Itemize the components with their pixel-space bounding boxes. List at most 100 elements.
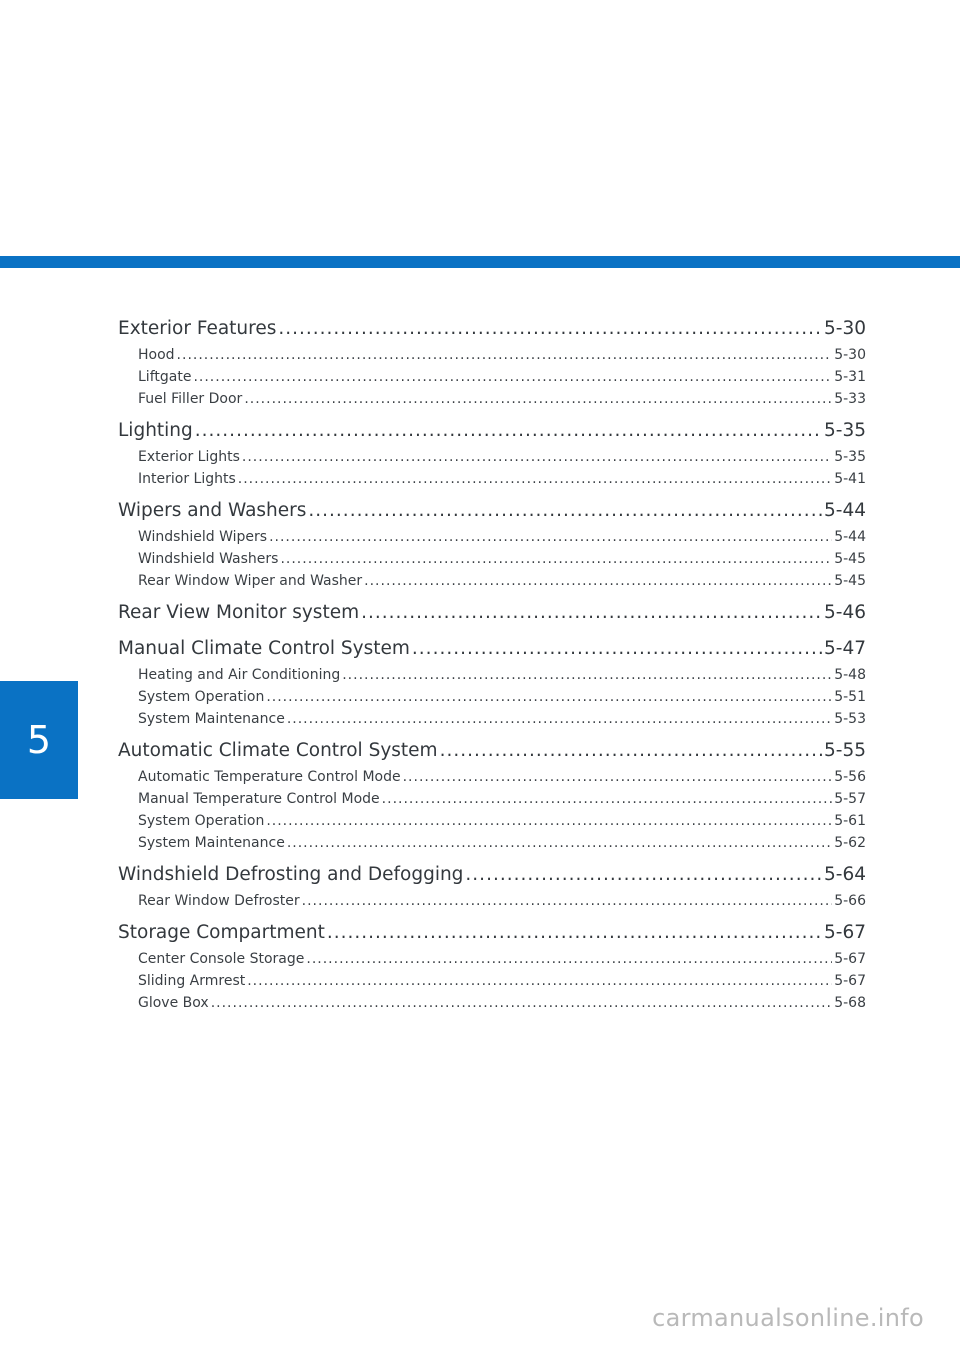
dot-leader — [364, 570, 832, 592]
header-color-band — [0, 256, 960, 268]
toc-entry-title: Exterior Features — [118, 318, 277, 339]
toc-subentry-page-number: 5-66 — [834, 893, 866, 909]
toc-subentry[interactable]: System Maintenance5-62 — [118, 832, 866, 854]
toc-subentry-page-number: 5-35 — [834, 449, 866, 465]
toc-entry-page-number: 5-47 — [824, 638, 866, 659]
dot-leader — [244, 388, 832, 410]
toc-subentry-page-number: 5-62 — [834, 835, 866, 851]
dot-leader — [195, 416, 822, 446]
toc-subentry-title: Glove Box — [138, 995, 209, 1011]
toc-subentry-page-number: 5-53 — [834, 711, 866, 727]
toc-subentry[interactable]: Windshield Wipers 5-44 — [118, 526, 866, 548]
dot-leader — [287, 708, 832, 730]
dot-leader — [242, 446, 832, 468]
toc-section: Windshield Defrosting and Defogging 5-64R… — [118, 860, 866, 912]
toc-subentry[interactable]: Hood 5-30 — [118, 344, 866, 366]
dot-leader — [327, 918, 822, 948]
toc-subentry-title: Manual Temperature Control Mode — [138, 791, 380, 807]
toc-subentry-page-number: 5-67 — [834, 951, 866, 967]
toc-entry-title: Manual Climate Control System — [118, 638, 410, 659]
dot-leader — [177, 344, 833, 366]
toc-entry-page-number: 5-64 — [824, 864, 866, 885]
toc-entry[interactable]: Rear View Monitor system5-46 — [118, 598, 866, 628]
toc-subentry[interactable]: System Operation5-61 — [118, 810, 866, 832]
toc-subentry-title: Windshield Wipers — [138, 529, 268, 545]
toc-subentry-title: Sliding Armrest — [138, 973, 246, 989]
toc-entry-page-number: 5-67 — [824, 922, 866, 943]
toc-subentry[interactable]: Rear Window Defroster 5-66 — [118, 890, 866, 912]
toc-entry-title: Wipers and Washers — [118, 500, 307, 521]
dot-leader — [247, 970, 832, 992]
toc-subentry-page-number: 5-31 — [834, 369, 866, 385]
toc-subentry-page-number: 5-68 — [834, 995, 866, 1011]
toc-subentry[interactable]: Heating and Air Conditioning5-48 — [118, 664, 866, 686]
toc-entry-title: Windshield Defrosting and Defogging — [118, 864, 464, 885]
toc-subentry-page-number: 5-41 — [834, 471, 866, 487]
toc-entry-page-number: 5-55 — [824, 740, 866, 761]
dot-leader — [440, 736, 822, 766]
toc-subentry[interactable]: Liftgate 5-31 — [118, 366, 866, 388]
toc-subentry[interactable]: Windshield Washers5-45 — [118, 548, 866, 570]
toc-subentry[interactable]: Center Console Storage 5-67 — [118, 948, 866, 970]
toc-entry[interactable]: Lighting 5-35 — [118, 416, 866, 446]
toc-subentry[interactable]: System Maintenance 5-53 — [118, 708, 866, 730]
dot-leader — [266, 810, 832, 832]
toc-section: Automatic Climate Control System5-55Auto… — [118, 736, 866, 854]
toc-subentry-page-number: 5-30 — [834, 347, 866, 363]
dot-leader — [342, 664, 832, 686]
toc-subentry[interactable]: Interior Lights5-41 — [118, 468, 866, 490]
toc-subentry[interactable]: System Operation 5-51 — [118, 686, 866, 708]
toc-entry-page-number: 5-35 — [824, 420, 866, 441]
toc-entry-page-number: 5-44 — [824, 500, 866, 521]
toc-subentry-title: Center Console Storage — [138, 951, 305, 967]
toc-entry[interactable]: Windshield Defrosting and Defogging 5-64 — [118, 860, 866, 890]
dot-leader — [278, 314, 822, 344]
toc-entry[interactable]: Automatic Climate Control System5-55 — [118, 736, 866, 766]
toc-section: Rear View Monitor system5-46 — [118, 598, 866, 628]
dot-leader — [280, 548, 832, 570]
toc-subentry-title: Fuel Filler Door — [138, 391, 243, 407]
toc-subentry-title: Hood — [138, 347, 175, 363]
dot-leader — [412, 634, 822, 664]
toc-subentry-page-number: 5-33 — [834, 391, 866, 407]
toc-subentry-title: System Maintenance — [138, 711, 285, 727]
dot-leader — [382, 788, 833, 810]
toc-subentry[interactable]: Rear Window Wiper and Washer5-45 — [118, 570, 866, 592]
toc-subentry-title: System Operation — [138, 813, 265, 829]
toc-subentry-page-number: 5-45 — [834, 573, 866, 589]
toc-subentry-page-number: 5-51 — [834, 689, 866, 705]
dot-leader — [287, 832, 832, 854]
chapter-number: 5 — [26, 718, 52, 762]
toc-subentry[interactable]: Glove Box 5-68 — [118, 992, 866, 1014]
toc-subentry[interactable]: Automatic Temperature Control Mode5-56 — [118, 766, 866, 788]
toc-subentry[interactable]: Exterior Lights5-35 — [118, 446, 866, 468]
toc-subentry-title: Windshield Washers — [138, 551, 279, 567]
chapter-tab: 5 — [0, 681, 78, 799]
toc-subentry[interactable]: Manual Temperature Control Mode 5-57 — [118, 788, 866, 810]
dot-leader — [193, 366, 832, 388]
toc-subentry-page-number: 5-57 — [834, 791, 866, 807]
toc-section: Manual Climate Control System 5-47Heating… — [118, 634, 866, 730]
toc-entry-title: Storage Compartment — [118, 922, 325, 943]
dot-leader — [403, 766, 833, 788]
toc-entry[interactable]: Wipers and Washers 5-44 — [118, 496, 866, 526]
dot-leader — [266, 686, 832, 708]
toc-entry[interactable]: Storage Compartment 5-67 — [118, 918, 866, 948]
toc-entry[interactable]: Manual Climate Control System 5-47 — [118, 634, 866, 664]
toc-subentry-page-number: 5-56 — [834, 769, 866, 785]
dot-leader — [302, 890, 833, 912]
toc-subentry[interactable]: Fuel Filler Door 5-33 — [118, 388, 866, 410]
toc-subentry-page-number: 5-44 — [834, 529, 866, 545]
toc-subentry-title: System Operation — [138, 689, 265, 705]
toc-subentry-title: Rear Window Defroster — [138, 893, 300, 909]
toc-subentry-title: Liftgate — [138, 369, 192, 385]
toc-subentry[interactable]: Sliding Armrest 5-67 — [118, 970, 866, 992]
dot-leader — [211, 992, 833, 1014]
toc-entry-title: Lighting — [118, 420, 193, 441]
toc-subentry-page-number: 5-67 — [834, 973, 866, 989]
toc-entry[interactable]: Exterior Features5-30 — [118, 314, 866, 344]
